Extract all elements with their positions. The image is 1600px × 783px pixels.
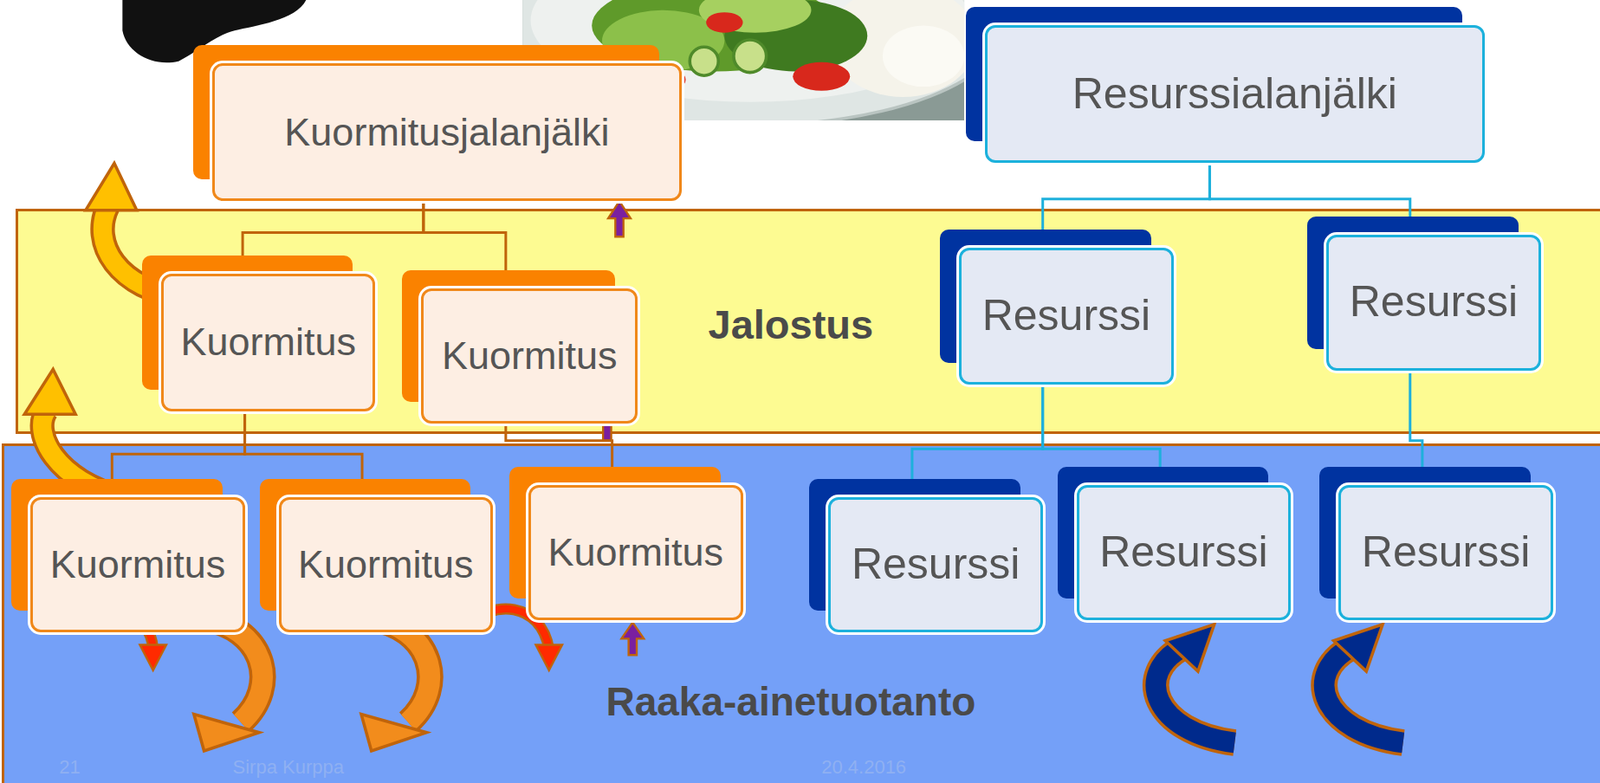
resource-box: Resurssi [828, 497, 1043, 634]
band-title: Raaka-ainetuotanto [605, 679, 976, 726]
arrow-outline [201, 618, 263, 723]
arrow-outline [369, 618, 430, 723]
tree-connector [1209, 162, 1410, 234]
tree-connector [912, 384, 1043, 498]
curved-arrow [361, 618, 430, 752]
box-label: Kuormitus [180, 319, 357, 365]
arrow-head [1165, 624, 1215, 672]
arrow-head [361, 714, 427, 752]
rice [882, 25, 965, 87]
plate [522, 0, 965, 121]
band-title: Jalostus [708, 301, 875, 349]
cucumber [689, 46, 719, 76]
curved-arrow [1324, 624, 1404, 744]
box-label: Kuormitusjalanjälki [284, 110, 609, 156]
arrow-body [465, 608, 550, 649]
arrow-outline [465, 608, 550, 649]
curved-arrow [1155, 624, 1235, 744]
arrow-outline [102, 206, 186, 298]
illustration-group [24, 0, 1403, 752]
cucumber [733, 39, 767, 73]
tree-connector [111, 411, 245, 498]
small-up-arrow [608, 200, 631, 237]
curved-arrow [85, 162, 186, 298]
load-box: Kuormitus [528, 485, 743, 622]
arrow-outline [73, 610, 154, 649]
box-label: Resurssi [1361, 527, 1530, 578]
box-label: Kuormitus [297, 542, 474, 588]
stage-band: JalostusKuormitusKuormitusResurssiResurs… [15, 208, 1600, 434]
box-label: Resurssi [851, 539, 1020, 590]
slide-number: 21 [58, 756, 80, 778]
small-up-arrow [621, 622, 644, 656]
black-blob [122, 0, 306, 63]
footprint-box: Resurssialanjälki [984, 25, 1485, 163]
resource-box: Resurssi [1326, 234, 1541, 371]
tree-connector [242, 200, 424, 274]
tree-connector [423, 200, 506, 289]
arrow-body [102, 206, 186, 298]
tree-connector [245, 411, 363, 498]
tomato [792, 62, 850, 91]
curved-arrow [194, 618, 263, 752]
small-up-arrow [595, 408, 619, 441]
tree-connector [1410, 370, 1423, 486]
arrow-head [139, 644, 167, 670]
box-label: Resurssi [1349, 277, 1518, 328]
curved-arrow [465, 608, 563, 671]
load-box: Kuormitus [278, 497, 493, 634]
resource-box: Resurssi [1338, 485, 1553, 622]
tree-connector [505, 423, 613, 486]
curved-arrow [24, 369, 124, 498]
arrow-head [1334, 624, 1384, 672]
tree-connector [1042, 384, 1160, 485]
arrow-head [194, 714, 260, 752]
arrow-head [24, 369, 76, 415]
salad-photo [522, 0, 965, 121]
box-label: Resurssi [1099, 527, 1268, 578]
box-label: Kuormitus [441, 333, 618, 379]
box-label: Resurssialanjälki [1072, 69, 1398, 120]
arrow-body [73, 610, 154, 649]
box-label: Resurssi [982, 291, 1151, 342]
resource-box: Resurssi [958, 247, 1173, 385]
box-label: Kuormitus [548, 530, 725, 576]
tomato [641, 67, 687, 92]
curved-arrow [73, 610, 167, 671]
lettuce [699, 0, 812, 33]
tomato [706, 12, 743, 33]
slide-date: 20.4.2016 [821, 756, 907, 778]
load-box: Kuormitus [30, 497, 245, 634]
load-box: Kuormitus [161, 273, 376, 412]
tomato [580, 49, 634, 78]
arrow-head [85, 162, 137, 210]
arrow-body [369, 618, 430, 723]
author-name: Sirpa Kurppa [233, 756, 344, 778]
box-label: Kuormitus [50, 542, 227, 588]
arrow-body [201, 618, 263, 723]
arrow-head [535, 644, 563, 670]
load-box: Kuormitus [421, 288, 638, 423]
footprint-box: Kuormitusjalanjälki [212, 63, 682, 201]
tree-connector [1042, 162, 1211, 248]
resource-box: Resurssi [1076, 485, 1291, 622]
